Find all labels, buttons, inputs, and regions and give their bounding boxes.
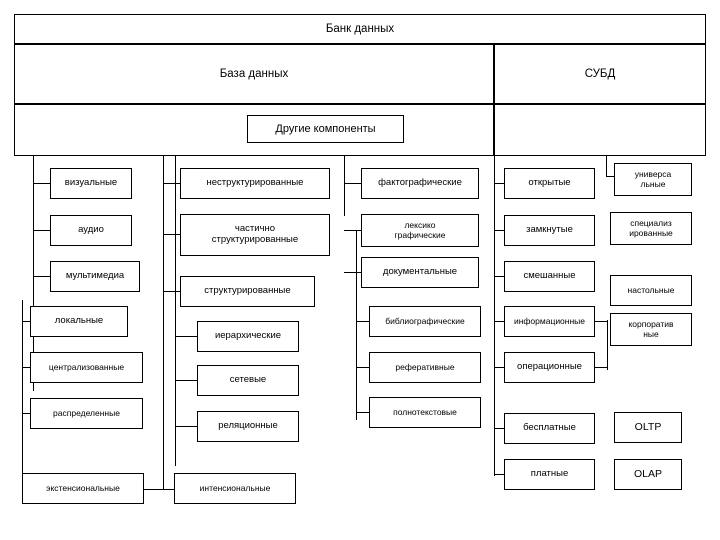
node-visualnye: визуальные: [50, 168, 132, 199]
connector-factographic: [344, 183, 361, 184]
node-intensionalnye: интенсиональные: [174, 473, 296, 504]
node-korporativnye-label: корпоратив ные: [628, 318, 674, 339]
connector-mixed: [494, 276, 504, 277]
connector-lexico: [344, 230, 361, 231]
trunk-column5: [606, 156, 607, 176]
node-bank-dannyh: Банк данных: [14, 14, 706, 44]
connector-closed: [494, 230, 504, 231]
node-other-components: Другие компоненты: [247, 115, 404, 143]
connector-paid: [494, 474, 504, 475]
trunk-column4-inner: [607, 320, 608, 370]
node-baza-dannyh: База данных: [14, 44, 494, 104]
connector-bibliographic: [356, 321, 369, 322]
node-ierarhicheskie: иерархические: [197, 321, 299, 352]
connector-column5-top: [606, 176, 614, 177]
node-informacionnye: информационные: [504, 306, 595, 337]
node-multimedia: мультимедиа: [50, 261, 140, 292]
connector-centralized: [22, 367, 30, 368]
trunk-column4: [494, 156, 495, 476]
connector-open: [494, 183, 504, 184]
node-chastichno-strukturirovannye-label: частично структурированные: [211, 223, 299, 245]
connector-multimedia: [33, 276, 50, 277]
node-specializirovannye: специализ ированные: [610, 212, 692, 245]
node-oltp: OLTP: [614, 412, 682, 443]
node-universalnye: универса льные: [614, 163, 692, 196]
connector-local: [22, 321, 30, 322]
node-zamknutye: замкнутые: [504, 215, 595, 246]
connector-structured: [163, 291, 180, 292]
node-olap: OLAP: [614, 459, 682, 490]
trunk-column1: [33, 156, 34, 391]
node-operacionnye: операционные: [504, 352, 595, 383]
node-universalnye-label: универса льные: [634, 168, 672, 189]
node-smeshannye: смешанные: [504, 261, 595, 292]
connector-operational: [494, 367, 504, 368]
node-polnotekstovye: полнотекстовые: [369, 397, 481, 428]
node-korporativnye: корпоратив ные: [610, 313, 692, 346]
node-chastichno-strukturirovannye: частично структурированные: [180, 214, 330, 256]
connector-relational: [175, 426, 197, 427]
connector-hierarchical: [175, 336, 197, 337]
trunk-column1-lower: [22, 300, 23, 490]
connector-free: [494, 428, 504, 429]
node-referativnye: реферативные: [369, 352, 481, 383]
connector-unstructured: [163, 183, 180, 184]
connector-audio: [33, 230, 50, 231]
node-setevye: сетевые: [197, 365, 299, 396]
node-ekstensionalnye: экстенсиональные: [22, 473, 144, 504]
node-bibliograficheskie: библиографические: [369, 306, 481, 337]
connector-visual: [33, 183, 50, 184]
connector-abstract: [356, 367, 369, 368]
node-raspredelennye: распределенные: [30, 398, 143, 429]
connector-distributed: [22, 413, 30, 414]
connector-informational-right: [595, 321, 607, 322]
node-relyacionnye: реляционные: [197, 411, 299, 442]
connector-semi-structured: [163, 234, 180, 235]
node-nastolnye: настольные: [610, 275, 692, 306]
trunk-column2-inner: [175, 156, 176, 466]
connector-fulltext: [356, 412, 369, 413]
node-platnye: платные: [504, 459, 595, 490]
node-subd: СУБД: [494, 44, 706, 104]
node-strukturirovannye: структурированные: [180, 276, 315, 307]
node-otkrytye: открытые: [504, 168, 595, 199]
node-besplatnye: бесплатные: [504, 413, 595, 444]
trunk-column3-lower: [356, 230, 357, 420]
connector-operational-right: [595, 367, 607, 368]
connector-documentary: [344, 272, 361, 273]
node-audio: аудио: [50, 215, 132, 246]
row-dbms-frame: [494, 104, 706, 156]
node-leksiko-graficheskie: лексико графические: [361, 214, 479, 247]
node-dokumentalnye: документальные: [361, 257, 479, 288]
trunk-column2: [163, 156, 164, 489]
node-lokalnye: локальные: [30, 306, 128, 337]
node-nestrukturirovannye: неструктурированные: [180, 168, 330, 199]
connector-network: [175, 380, 197, 381]
node-centralizovannye: централизованные: [30, 352, 143, 383]
node-faktograficheskie: фактографические: [361, 168, 479, 199]
connector-informational: [494, 321, 504, 322]
trunk-column3: [344, 156, 345, 216]
node-specializirovannye-label: специализ ированные: [629, 217, 673, 238]
node-leksiko-graficheskie-label: лексико графические: [394, 219, 446, 240]
